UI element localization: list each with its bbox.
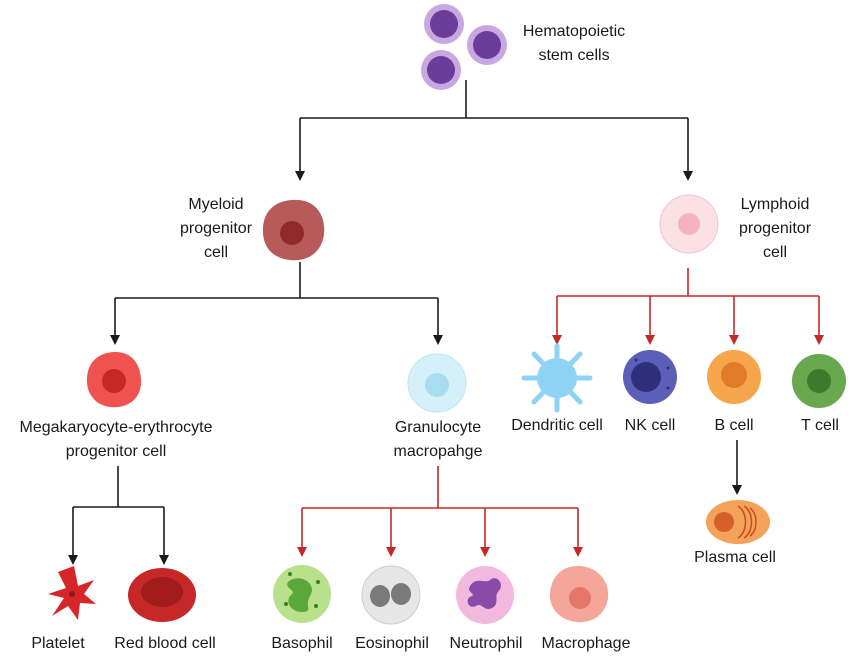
red-blood-cell — [128, 568, 196, 622]
mep-label-line-2: progenitor cell — [65, 443, 167, 460]
mep-label: Megakaryocyte-erythrocyte progenitor cel… — [0, 416, 232, 464]
b-cell — [707, 350, 761, 404]
macrophage-cell — [549, 566, 609, 623]
lymphoid-label-line-3: cell — [762, 244, 787, 261]
lymphoid-label-line-1: Lymphoid — [740, 196, 810, 213]
rbc-label: Red blood cell — [114, 635, 216, 652]
plasma-cell — [706, 500, 770, 544]
bcell-label: B cell — [714, 417, 754, 434]
myeloid-label-line-3: cell — [203, 244, 228, 261]
myeloid-label-line-1: Myeloid — [188, 196, 244, 213]
basophil-cell — [273, 565, 331, 623]
t-cell — [792, 354, 846, 408]
lymphoid-progenitor-cell — [659, 194, 719, 254]
nk-cell — [623, 350, 677, 404]
macrophage-label: Macrophage — [541, 635, 631, 652]
hsc-label-line-2: stem cells — [538, 47, 610, 64]
mep-cell — [86, 351, 142, 408]
mep-label-line-1: Megakaryocyte-erythrocyte — [19, 419, 213, 436]
red-connectors — [297, 268, 824, 557]
myeloid-label: Myeloid progenitor cell — [168, 193, 264, 265]
stem-cell-cluster — [421, 4, 507, 90]
lymphoid-label-line-2: progenitor — [738, 220, 812, 237]
plasma-label: Plasma cell — [694, 549, 776, 566]
tcell-label: T cell — [801, 417, 839, 434]
myeloid-progenitor-cell — [262, 199, 325, 261]
basophil-label: Basophil — [271, 635, 333, 652]
nk-label: NK cell — [624, 417, 676, 434]
gmp-label-line-1: Granulocyte — [394, 419, 482, 436]
hsc-label-line-1: Hematopoietic — [522, 23, 626, 40]
eosinophil-cell — [361, 565, 421, 625]
platelet-label: Platelet — [31, 635, 85, 652]
lymphoid-label: Lymphoid progenitor cell — [725, 193, 825, 265]
dendritic-label: Dendritic cell — [511, 417, 603, 434]
black-connectors — [68, 80, 742, 565]
eosinophil-label: Eosinophil — [355, 635, 429, 652]
myeloid-label-line-2: progenitor — [179, 220, 253, 237]
neutrophil-cell — [456, 566, 514, 624]
gmp-label-line-2: macropahge — [393, 443, 483, 460]
dendritic-cell — [521, 343, 593, 413]
platelet-cell — [48, 566, 96, 620]
neutrophil-label: Neutrophil — [449, 635, 523, 652]
gmp-cell — [407, 353, 467, 413]
gmp-label: Granulocyte macropahge — [370, 416, 506, 464]
hsc-label: Hematopoietic stem cells — [505, 20, 643, 68]
